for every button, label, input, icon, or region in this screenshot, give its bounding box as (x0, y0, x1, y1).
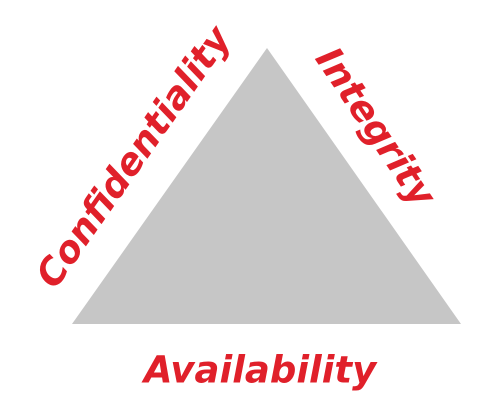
availability-label: Availability (141, 349, 378, 392)
triad-triangle (72, 48, 461, 324)
